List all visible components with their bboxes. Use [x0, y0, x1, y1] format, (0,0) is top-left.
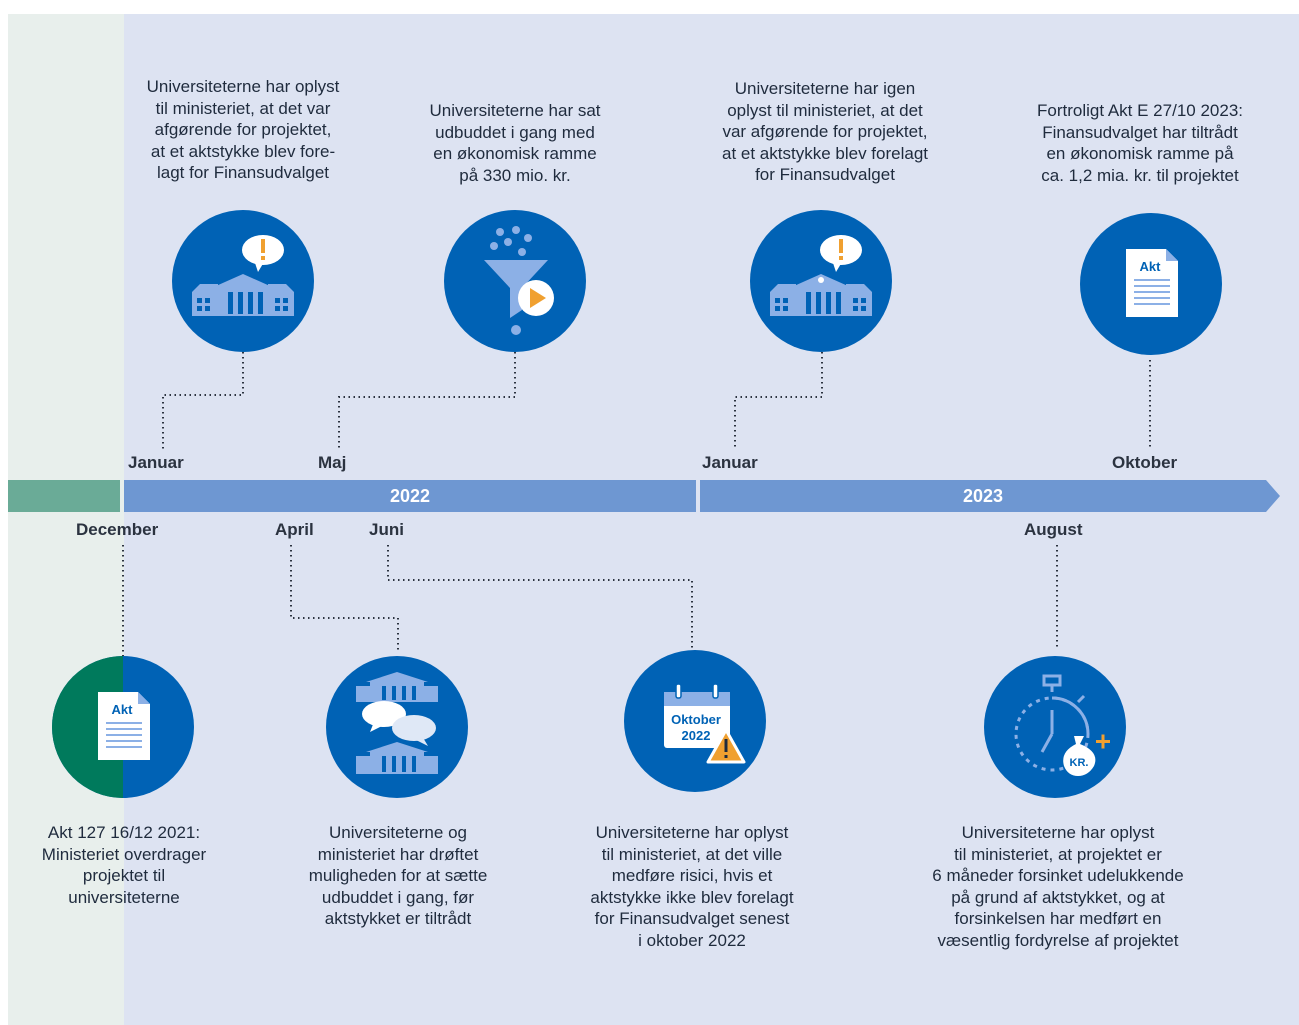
calendar-warning-icon: Oktober 2022	[624, 650, 766, 792]
document-label: Akt	[112, 702, 134, 717]
year-label-2023: 2023	[962, 486, 1004, 506]
document-icon: Akt	[52, 656, 194, 798]
funnel-play-icon	[444, 210, 586, 352]
university-alert-icon	[750, 210, 892, 352]
university-alert-icon	[172, 210, 314, 352]
month-label-december-2021: December	[76, 520, 159, 539]
money-bag-label: KR.	[1070, 757, 1089, 769]
month-label-maj-2022: Maj	[318, 453, 347, 472]
month-label-august-2023: August	[1024, 520, 1083, 539]
calendar-month: Oktober	[671, 712, 721, 727]
month-label-juni-2022: Juni	[369, 520, 404, 539]
buildings-dialogue-icon	[326, 656, 468, 798]
month-label-januar-2023: Januar	[702, 453, 758, 472]
calendar-year: 2022	[682, 728, 711, 743]
background-2021-band	[8, 14, 124, 1025]
timeline-segment-2021	[8, 480, 120, 512]
timeline-segment-2022	[124, 480, 696, 512]
connector-april-2022	[290, 545, 399, 650]
document-icon: Akt	[1080, 213, 1222, 355]
document-label: Akt	[1140, 259, 1162, 274]
stopwatch-money-icon: KR.	[984, 656, 1126, 798]
month-label-april-2022: April	[275, 520, 314, 539]
event-text-december-2021: Akt 127 16/12 2021:Ministeriet overdrage…	[41, 823, 207, 907]
month-label-oktober-2023: Oktober	[1112, 453, 1178, 472]
month-label-januar-2022: Januar	[128, 453, 184, 472]
timeline-segment-2023	[700, 480, 1280, 512]
connector-januar-2022	[162, 352, 244, 450]
background-main	[124, 14, 1299, 1025]
year-label-2022: 2022	[389, 486, 431, 506]
event-text-oktober-2023: Fortroligt Akt E 27/10 2023:Finansudvalg…	[1036, 101, 1243, 185]
